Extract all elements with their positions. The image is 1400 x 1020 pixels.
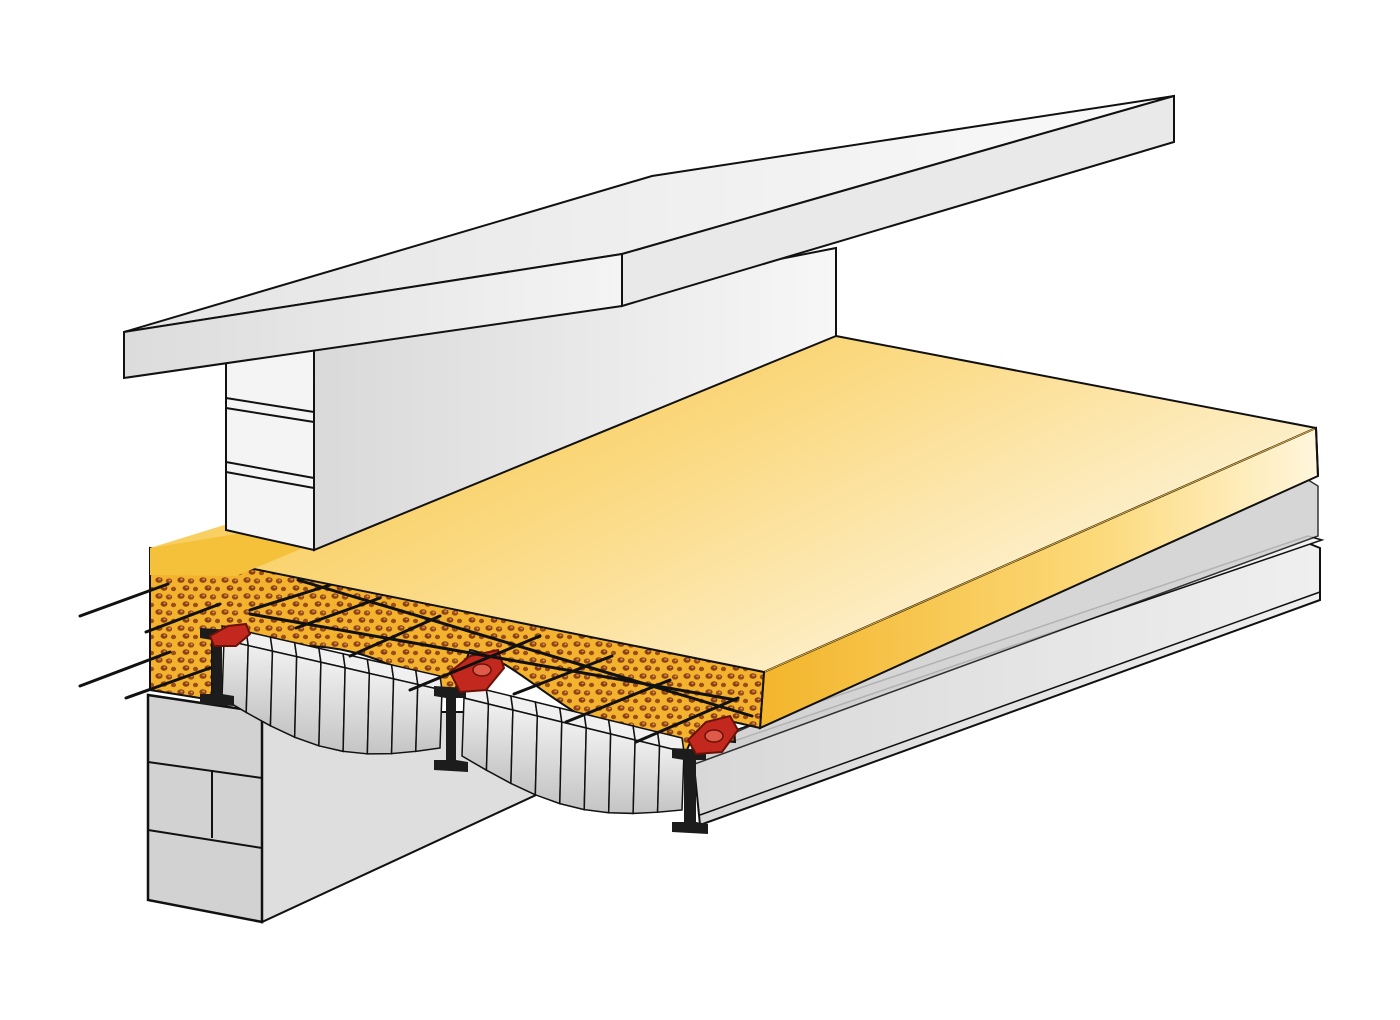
i-beam-left: [200, 628, 234, 706]
clay-block: [318, 661, 346, 753]
clay-block: [583, 727, 612, 814]
clay-block: [269, 650, 298, 739]
clay-block: [293, 655, 322, 747]
clay-block: [245, 644, 274, 728]
clay-block: [559, 721, 587, 811]
clay-block: [415, 683, 443, 753]
clay-block: [390, 677, 419, 755]
clay-block: [485, 703, 514, 785]
clay-block: [607, 733, 636, 815]
clay-block: [534, 715, 563, 805]
precast-slab: [123, 94, 1175, 380]
wall-courses: [225, 397, 315, 489]
clay-block: [342, 666, 371, 755]
clay-block: [366, 672, 395, 755]
clay-block: [632, 739, 661, 815]
i-beam-right: [672, 748, 708, 834]
beam-connector: [208, 622, 740, 756]
masonry-joints: [147, 761, 263, 849]
i-beam-middle: [434, 686, 468, 772]
reinforcement-bars: [78, 578, 754, 744]
steel-beam: [683, 477, 1325, 827]
clay-block: [510, 709, 539, 796]
masonry-wall: [225, 246, 837, 552]
